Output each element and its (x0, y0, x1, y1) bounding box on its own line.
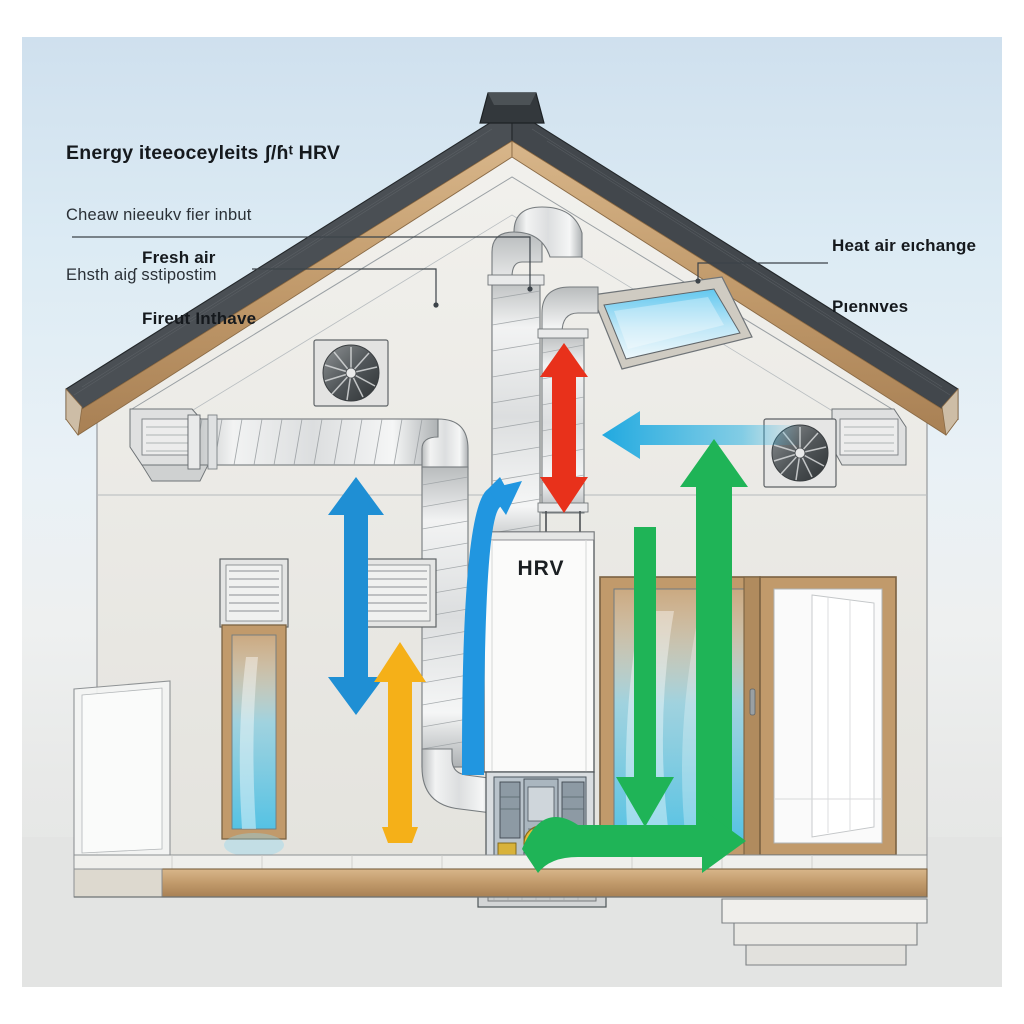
leader-dots (433, 278, 701, 308)
flow-arrow-exhaust-stack (540, 343, 588, 513)
flow-arrow-extract-riser (680, 439, 748, 845)
flow-arrow-floor-distribution (522, 809, 746, 873)
attic-fan (313, 339, 389, 407)
louver-left (219, 558, 289, 628)
hrv-unit-label: HRV (517, 557, 565, 580)
entry-steps (721, 898, 928, 966)
tall-window (221, 624, 287, 857)
callout-fresh-air-line-2: Fireut Inthave (142, 309, 257, 328)
skylight (591, 276, 753, 370)
callout-heat-exchange: Heat air eıchange Pıenɴves (832, 197, 976, 355)
eave-vent-right (831, 408, 907, 466)
flow-arrow-supply-riser (328, 477, 384, 715)
callout-fresh-air: Fresh air Fireut Inthave (142, 209, 256, 367)
vertical-duct (487, 206, 583, 558)
louver-right (357, 558, 437, 628)
title-line-2: Cheaw nieeukv fier inbut (66, 206, 252, 224)
callout-heat-exchange-line-2: Pıenɴves (832, 297, 909, 316)
section-drawing (22, 92, 1002, 987)
sliding-door (599, 576, 761, 856)
floor-slab (73, 854, 928, 898)
title-block: Energy iteeoceyleits ʃ/ɦᵗ HRV Cheaw niee… (66, 104, 340, 323)
hrv-cabinet (483, 531, 595, 773)
leader-lines (72, 236, 828, 305)
callout-heat-exchange-line-1: Heat air eıchange (832, 236, 977, 255)
flow-arrow-return-riser (374, 642, 426, 843)
title-line-1: Energy iteeoceyleits ʃ/ɦᵗ HRV (66, 142, 341, 164)
callout-fresh-air-line-1: Fresh air (142, 248, 216, 267)
title-line-3: Ehsth aiɠ sstipostim (66, 266, 217, 284)
flow-arrow-down-to-door (616, 527, 674, 827)
interior-door (759, 576, 897, 856)
flow-arrow-incoming-fresh (602, 411, 802, 459)
left-glass-panel (73, 680, 171, 884)
flow-arrow-room-supply (462, 477, 522, 775)
illustration-panel: Energy iteeoceyleits ʃ/ɦᵗ HRV Cheaw niee… (22, 37, 1002, 987)
